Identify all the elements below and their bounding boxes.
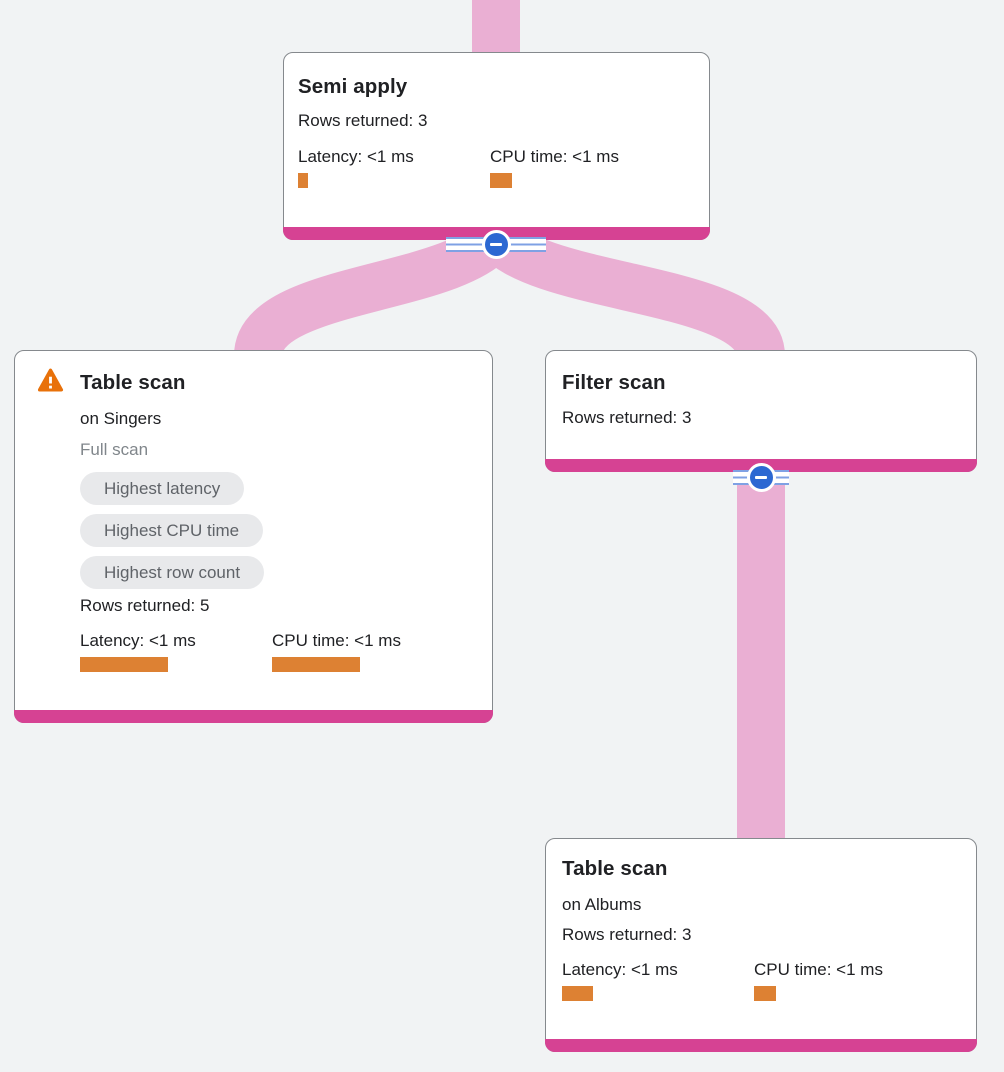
node-semi-apply[interactable]: Semi apply Rows returned: 3 Latency: <1 … [283,52,710,240]
collapse-semi-apply-button[interactable] [446,230,546,259]
cpu-time-label: CPU time: <1 ms [490,147,619,166]
rows-returned-text: Rows returned: 3 [562,925,692,944]
scan-type-text: Full scan [80,440,149,459]
node-title: Table scan [562,857,668,880]
cpu-time-label: CPU time: <1 ms [272,631,401,650]
latency-bar [562,986,593,1001]
node-title: Semi apply [298,75,408,98]
minus-circle-icon [481,230,511,259]
minus-glyph [755,476,767,479]
rows-returned-text: Rows returned: 3 [562,408,692,427]
warning-triangle-icon [37,368,64,392]
cpu-metric: CPU time: <1 ms [272,631,464,672]
rows-returned-text: Rows returned: 5 [80,596,210,615]
cpu-metric: CPU time: <1 ms [490,147,682,188]
insight-chips: Highest latency Highest CPU time Highest… [80,472,265,589]
node-accent-bar [545,1039,977,1052]
metrics-row: Latency: <1 ms CPU time: <1 ms [80,631,464,672]
metrics-row: Latency: <1 ms CPU time: <1 ms [562,960,946,1001]
chip-highest-row-count: Highest row count [80,556,265,589]
edge-semi-apply-to-filter-scan [477,219,785,360]
latency-label: Latency: <1 ms [562,960,678,979]
minus-circle-icon [746,463,776,492]
chip-highest-latency: Highest latency [80,472,245,505]
metrics-row: Latency: <1 ms CPU time: <1 ms [298,147,682,188]
latency-metric: Latency: <1 ms [80,631,272,672]
cpu-time-bar [490,173,512,188]
cpu-time-label: CPU time: <1 ms [754,960,883,979]
rows-returned-text: Rows returned: 3 [298,111,428,130]
node-subtitle: on Singers [80,409,162,428]
latency-bar [298,173,308,188]
cpu-time-bar [754,986,776,1001]
latency-metric: Latency: <1 ms [562,960,754,1001]
latency-label: Latency: <1 ms [298,147,414,166]
chip-highest-cpu-time: Highest CPU time [80,514,264,547]
cpu-time-bar [272,657,360,672]
minus-glyph [490,243,502,246]
node-subtitle: on Albums [562,895,642,914]
node-title: Filter scan [562,371,666,394]
latency-metric: Latency: <1 ms [298,147,490,188]
cpu-metric: CPU time: <1 ms [754,960,946,1001]
node-table-scan-singers[interactable]: Table scan on Singers Full scan Highest … [14,350,493,723]
collapse-filter-scan-button[interactable] [733,463,789,492]
node-accent-bar [14,710,493,723]
edge-semi-apply-to-table-scan-singers [234,219,515,360]
node-title: Table scan [80,371,186,394]
latency-bar [80,657,168,672]
node-filter-scan[interactable]: Filter scan Rows returned: 3 [545,350,977,472]
latency-label: Latency: <1 ms [80,631,196,650]
edge-parent-to-semi-apply [472,0,520,56]
node-table-scan-albums[interactable]: Table scan on Albums Rows returned: 3 La… [545,838,977,1052]
edge-filter-scan-to-table-scan-albums [737,458,785,840]
